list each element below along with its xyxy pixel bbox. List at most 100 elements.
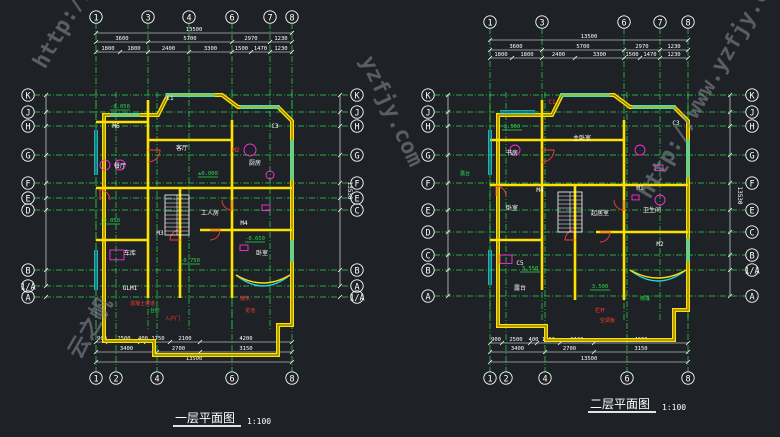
axis-bubble-left	[421, 263, 435, 277]
axis-bubble-top-label: 7	[657, 18, 662, 28]
dimension-tick	[43, 207, 49, 213]
axis-bubble-left	[421, 225, 435, 239]
dimension-text: 3300	[204, 46, 217, 52]
axis-bubble-right-label: 1/A	[349, 293, 364, 303]
axis-bubble-top	[617, 15, 631, 29]
room-label: C5	[516, 260, 524, 267]
dimension-text: 3150	[634, 346, 647, 352]
level-mark: 3.500	[592, 284, 609, 290]
axis-bubble-top	[182, 10, 196, 24]
dimension-text: 13500	[186, 27, 203, 33]
room-label: 客厅	[176, 144, 188, 152]
axis-bubble-right	[350, 105, 364, 119]
bay-window-inner	[629, 269, 687, 279]
dimension-tick	[445, 123, 451, 129]
dimension-tick	[572, 55, 578, 61]
axis-bubble-right-label: B	[749, 251, 754, 261]
dimension-tick	[445, 92, 451, 98]
dimension-tick	[657, 47, 663, 53]
dimension-tick	[685, 55, 691, 61]
dimension-text: 1800	[520, 52, 533, 58]
dimension-tick	[145, 49, 151, 55]
room-label: 卧室	[256, 249, 268, 257]
exterior-wall	[496, 93, 690, 342]
axis-bubble-right	[745, 105, 759, 119]
axis-bubble-right	[350, 279, 364, 293]
level-mark: -0.650	[245, 236, 265, 242]
fixture-round	[265, 170, 275, 180]
dimension-tick	[289, 30, 295, 36]
dimension-tick	[685, 37, 691, 43]
dimension-tick	[43, 267, 49, 273]
dimension-tick	[93, 39, 99, 45]
dimension-text: 13500	[581, 34, 598, 40]
axis-bubble-left-label: J	[425, 108, 430, 118]
axis-bubble-right-label: C	[749, 228, 754, 238]
annotation-note: 台阶	[150, 307, 160, 314]
door-swing	[99, 189, 111, 201]
axis-bubble-left-label: H	[25, 122, 30, 132]
dimension-tick	[43, 283, 49, 289]
axis-bubble-left-label: K	[425, 91, 431, 101]
dimension-text: 1800	[101, 46, 114, 52]
dimension-tick	[337, 294, 343, 300]
axis-bubble-right-label: F	[749, 179, 754, 189]
room-label: M2	[232, 147, 240, 154]
dimension-tick	[289, 349, 295, 355]
dimension-tick	[542, 349, 548, 355]
dimension-tick	[685, 359, 691, 365]
level-mark: 3.550	[504, 124, 521, 130]
dimension-text: 2400	[162, 46, 175, 52]
dimension-tick	[337, 195, 343, 201]
axis-bubble-top-label: 6	[621, 18, 626, 28]
fixture-box	[261, 204, 271, 212]
axis-bubble-top	[285, 10, 299, 24]
dimension-tick	[229, 49, 235, 55]
dimension-tick	[43, 195, 49, 201]
dimension-text: 1230	[667, 44, 680, 50]
level-mark: -0.050	[110, 104, 130, 110]
axis-bubble-top-label: 3	[145, 13, 150, 23]
axis-bubble-top-label: 8	[289, 13, 294, 23]
annotation-note: 空调板	[600, 317, 615, 324]
annotation-note: 露台	[460, 170, 470, 177]
axis-bubble-top	[263, 10, 277, 24]
dimension-tick	[685, 349, 691, 355]
fixture-round	[654, 194, 666, 206]
fixture-round	[509, 144, 521, 156]
fixture-box	[499, 254, 513, 264]
dimension-tick	[727, 152, 733, 158]
dimension-text: 1500	[235, 46, 248, 52]
fixture-box	[631, 194, 640, 201]
axis-bubble-right	[745, 263, 759, 277]
dimension-tick	[337, 267, 343, 273]
door-swing	[147, 149, 161, 163]
axis-bubble-right-label: K	[354, 91, 360, 101]
axis-bubble-right	[745, 88, 759, 102]
dimension-tick	[337, 180, 343, 186]
room-label: M4	[536, 187, 544, 194]
dimension-tick	[267, 49, 273, 55]
axis-bubble-right-label: G	[749, 151, 754, 161]
axis-bubble-bottom	[109, 371, 123, 385]
dimension-text: 3150	[239, 346, 252, 352]
axis-bubble-bottom-label: 4	[154, 374, 159, 384]
axis-bubble-right	[745, 289, 759, 303]
room-label: 卫生间	[643, 206, 661, 214]
room-label: 卧室	[506, 204, 518, 212]
level-mark: -0.750	[180, 258, 200, 264]
axis-bubble-left	[421, 88, 435, 102]
axis-bubble-left-label: F	[425, 179, 430, 189]
axis-bubble-bottom	[499, 371, 513, 385]
dimension-tick	[685, 47, 691, 53]
axis-bubble-left	[21, 279, 35, 293]
axis-bubble-right-label: J	[749, 108, 754, 118]
dimension-tick	[93, 359, 99, 365]
axis-bubble-left	[421, 148, 435, 162]
axis-bubble-left	[421, 203, 435, 217]
dimension-tick	[337, 109, 343, 115]
axis-bubble-right-label: B	[354, 266, 359, 276]
room-label: 餐厅	[114, 162, 126, 170]
axis-bubble-left-label: B	[25, 266, 30, 276]
bay-window	[629, 269, 687, 282]
